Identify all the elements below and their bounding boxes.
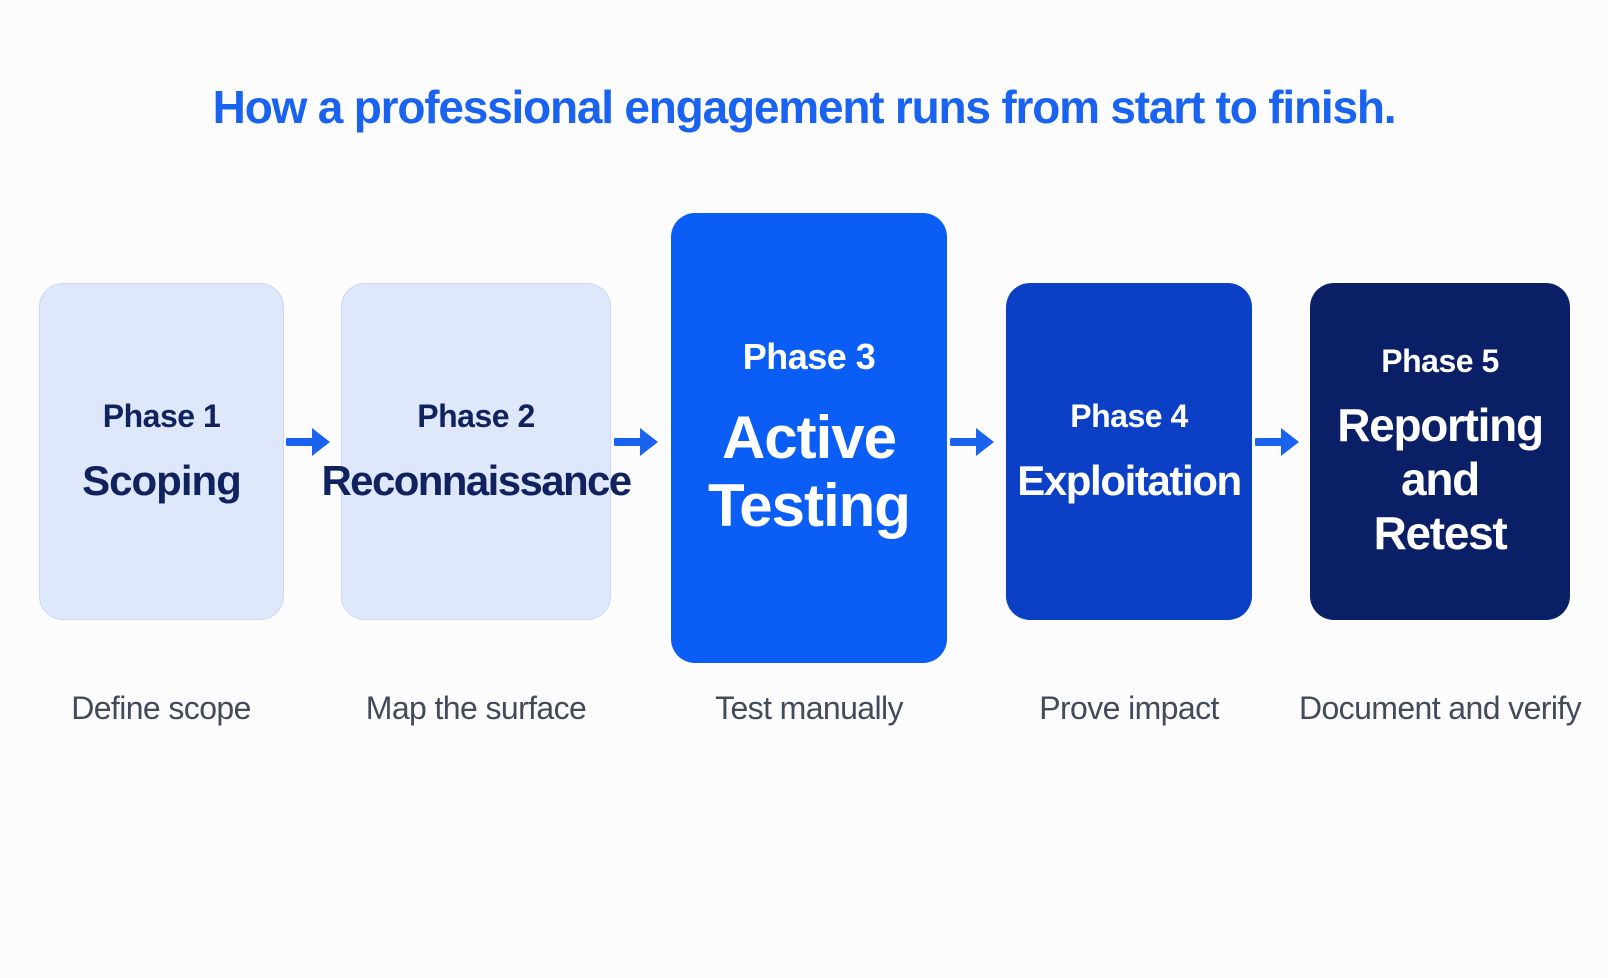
arrow-right-icon bbox=[1255, 428, 1299, 456]
phase-name: Active Testing bbox=[708, 403, 911, 539]
phase-name: Reconnaissance bbox=[321, 457, 632, 505]
phase-caption: Test manually bbox=[715, 690, 903, 726]
arrow-right-icon bbox=[286, 428, 330, 456]
arrow-right-icon bbox=[614, 428, 658, 456]
phase-card-reporting-and-retest: Phase 5 Reporting and Retest bbox=[1310, 283, 1570, 620]
phase-label: Phase 1 bbox=[102, 398, 221, 435]
phase-caption: Define scope bbox=[71, 690, 251, 726]
phase-label: Phase 4 bbox=[1070, 398, 1188, 435]
phase-label: Phase 2 bbox=[417, 398, 535, 435]
phase-caption: Document and verify bbox=[1298, 690, 1582, 726]
arrow-right-icon bbox=[950, 428, 994, 456]
phase-caption: Prove impact bbox=[1039, 690, 1219, 726]
phase-label: Phase 5 bbox=[1381, 342, 1499, 379]
phase-name: Scoping bbox=[82, 457, 242, 505]
phase-card-scoping: Phase 1 Scoping bbox=[39, 283, 284, 620]
phase-label: Phase 3 bbox=[742, 335, 876, 377]
phase-name: Reporting and Retest bbox=[1337, 398, 1544, 560]
phase-caption: Map the surface bbox=[365, 690, 587, 726]
phase-card-exploitation: Phase 4 Exploitation bbox=[1006, 283, 1252, 620]
phase-card-reconnaissance: Phase 2 Reconnaissance bbox=[321, 283, 632, 620]
diagram-title: How a professional engagement runs from … bbox=[212, 81, 1397, 133]
phase-name: Exploitation bbox=[1017, 457, 1242, 505]
phase-card-active-testing: Phase 3 Active Testing bbox=[671, 213, 947, 663]
